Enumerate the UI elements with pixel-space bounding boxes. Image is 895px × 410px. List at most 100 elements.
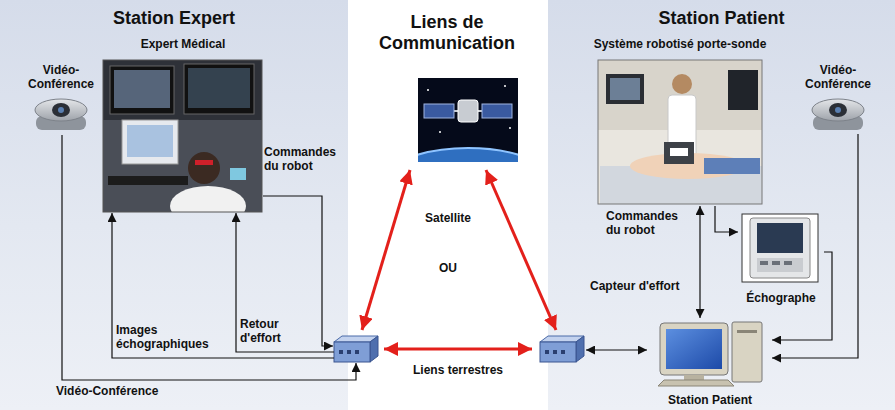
connector bbox=[772, 134, 858, 358]
node-label: Station Patient bbox=[668, 394, 752, 408]
echograph-image-part bbox=[784, 261, 792, 265]
panel-title: Station Patient bbox=[658, 8, 784, 29]
router-icon-part bbox=[540, 342, 576, 362]
expert-photo-part bbox=[188, 68, 250, 108]
robot-photo-part bbox=[728, 70, 758, 110]
satellite-image-part bbox=[418, 148, 518, 162]
expert-photo bbox=[103, 60, 262, 212]
camera-icon bbox=[35, 99, 87, 130]
expert-photo-part bbox=[127, 125, 173, 157]
panel-title: Station Expert bbox=[113, 8, 235, 29]
photo-frame bbox=[598, 60, 762, 204]
signal-wire-part bbox=[236, 213, 334, 352]
connector bbox=[715, 206, 738, 232]
router-icon-part bbox=[545, 350, 549, 354]
computer-icon-part bbox=[684, 375, 704, 380]
signal-label: Commandes du robot bbox=[606, 210, 690, 238]
robot-photo-part bbox=[670, 148, 688, 156]
computer-icon-part bbox=[732, 322, 762, 382]
node-label: Système robotisé porte-sonde bbox=[594, 38, 767, 52]
robot-photo-part bbox=[610, 78, 640, 100]
router-icon-part bbox=[347, 350, 351, 354]
photo-frame bbox=[103, 60, 262, 212]
expert-photo-part bbox=[114, 70, 170, 108]
satellite-image-part bbox=[424, 104, 454, 118]
signal-wire-part bbox=[62, 135, 356, 380]
signal-label: Commandes du robot bbox=[264, 146, 346, 174]
robot-photo bbox=[598, 60, 762, 204]
link-arrow-part bbox=[486, 170, 556, 330]
camera-icon-part bbox=[58, 107, 64, 113]
label-box: Commandes du robot bbox=[264, 146, 346, 174]
robot-photo-part bbox=[672, 74, 692, 94]
label-box: Commandes du robot bbox=[606, 210, 690, 238]
label-box: Satellite bbox=[408, 212, 488, 226]
computer-icon bbox=[658, 322, 762, 386]
signal-wire bbox=[62, 135, 647, 380]
signal-wire-part bbox=[586, 349, 647, 350]
link-arrow-part bbox=[384, 348, 532, 351]
satellite-image-part bbox=[439, 131, 441, 133]
satellite-image-part bbox=[482, 104, 512, 118]
label-box: Liens de Communication bbox=[367, 12, 527, 53]
connector bbox=[699, 206, 700, 318]
router-icon-part bbox=[576, 336, 584, 362]
router-icon-part bbox=[561, 350, 565, 354]
satellite-image-part bbox=[509, 127, 511, 129]
expert-photo-part bbox=[122, 120, 178, 164]
satellite-image-part bbox=[504, 85, 506, 87]
edge-label: Capteur d'effort bbox=[590, 280, 680, 294]
label-box: Liens terrestres bbox=[398, 364, 518, 378]
router-icon-part bbox=[334, 342, 370, 362]
signal-label: Retour d'effort bbox=[240, 318, 314, 346]
satellite-image-part bbox=[427, 89, 429, 91]
expert-photo-part bbox=[184, 64, 254, 114]
router-icon-part bbox=[339, 350, 343, 354]
expert-photo-part bbox=[195, 160, 213, 165]
echograph-image-part bbox=[760, 261, 768, 265]
node-label: Vidéo-Conférence bbox=[21, 64, 101, 92]
echograph-image-part bbox=[772, 261, 780, 265]
expert-photo-part bbox=[170, 186, 246, 212]
satellite-image-part bbox=[458, 100, 478, 122]
computer-icon-part bbox=[660, 323, 728, 375]
node-label: Expert Médical bbox=[141, 38, 226, 52]
link-arrow bbox=[362, 170, 556, 349]
router-icon bbox=[334, 336, 378, 362]
echograph-image-part bbox=[757, 258, 803, 272]
computer-icon-part bbox=[658, 380, 734, 386]
expert-photo-part bbox=[110, 66, 174, 114]
satellite-image bbox=[418, 78, 518, 162]
echograph-image-part bbox=[742, 214, 818, 282]
label-box: Vidéo-Conférence bbox=[56, 385, 158, 399]
signal-label: Liens terrestres bbox=[398, 364, 518, 378]
expert-photo-part bbox=[188, 152, 220, 184]
label-box: Images échographiques bbox=[116, 324, 228, 352]
signal-label: Satellite bbox=[408, 212, 488, 226]
label-box: Retour d'effort bbox=[240, 318, 314, 346]
camera-icon-part bbox=[835, 107, 841, 113]
echograph-image bbox=[742, 214, 818, 282]
computer-icon-part bbox=[666, 329, 722, 369]
camera-icon-part bbox=[812, 99, 864, 121]
camera-icon bbox=[812, 99, 864, 130]
echograph-image-part bbox=[757, 223, 803, 253]
label-box: OU bbox=[418, 262, 478, 276]
section-heading: Liens de Communication bbox=[367, 12, 527, 53]
edge-label-box: Capteur d'effort bbox=[590, 280, 680, 294]
node-label: Échographe bbox=[746, 292, 815, 306]
signal-label: Vidéo-Conférence bbox=[56, 385, 158, 399]
echograph-image-part bbox=[750, 218, 810, 278]
expert-photo-part bbox=[108, 176, 188, 185]
signal-label: OU bbox=[418, 262, 478, 276]
robot-photo-part bbox=[598, 60, 762, 204]
robot-photo-part bbox=[606, 74, 644, 104]
signal-wire-part bbox=[112, 213, 334, 358]
expert-photo-part bbox=[230, 168, 246, 180]
router-icon-part bbox=[355, 350, 359, 354]
connector-group bbox=[700, 134, 858, 358]
computer-icon-part bbox=[737, 330, 757, 333]
router-icon-part bbox=[370, 336, 378, 362]
